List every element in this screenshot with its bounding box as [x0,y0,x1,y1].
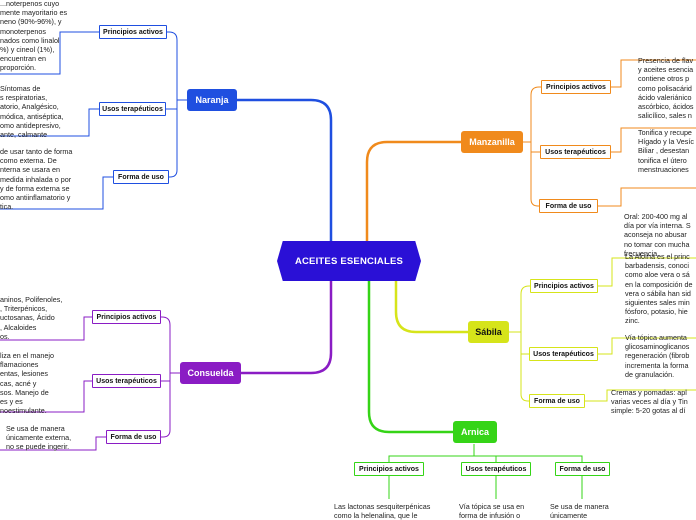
naranja-forma-de-uso[interactable]: Forma de uso [113,170,169,184]
topic-consuelda-label: Consuelda [187,368,234,378]
consuelda-usos-terapeuticos[interactable]: Usos terapéuticos [92,374,161,388]
topic-arnica-label: Arnica [460,427,489,437]
link-arnica [367,281,453,434]
arnica-forma-de-uso[interactable]: Forma de uso [555,462,610,476]
sabila-branches [509,257,696,402]
arnica-principios-activos[interactable]: Principios activos [354,462,424,476]
consuelda-branches [0,316,180,451]
arnica-forma-text: Se usa de manera únicamente [550,502,609,520]
naranja-principios-label: Principios activos [103,28,163,36]
arnica-principios-label: Principios activos [359,465,419,473]
manzanilla-usos-text: Tonifica y recupe Hígado y la Vesíc Bili… [638,128,694,174]
topic-naranja[interactable]: Naranja [187,89,237,111]
sabila-forma-label: Forma de uso [534,397,580,405]
sabila-usos-label: Usos terapéuticos [533,350,594,358]
consuelda-principios-text: aninos, Polifenoles, , Triterpénicos, uc… [0,295,63,341]
manzanilla-branches [517,59,696,207]
arnica-forma-label: Forma de uso [559,465,606,473]
naranja-usos-terapeuticos[interactable]: Usos terapéuticos [99,102,166,116]
topic-sabila-label: Sábila [475,327,502,337]
naranja-principios-text: ...noterpenos cuyo mente mayoritario es … [0,0,68,73]
sabila-forma-de-uso[interactable]: Forma de uso [529,394,585,408]
consuelda-principios-label: Principios activos [96,313,157,321]
topic-consuelda[interactable]: Consuelda [180,362,241,384]
arnica-usos-label: Usos terapéuticos [465,465,527,473]
consuelda-principios-activos[interactable]: Principios activos [92,310,161,324]
central-topic[interactable]: ACEITES ESENCIALES [277,241,421,281]
naranja-principios-activos[interactable]: Principios activos [99,25,167,39]
topic-naranja-label: Naranja [195,95,229,105]
arnica-branches [388,444,583,499]
consuelda-usos-label: Usos terapéuticos [96,377,157,385]
manzanilla-principios-activos[interactable]: Principios activos [541,80,611,94]
sabila-usos-text: Vía tópica aumenta glicosaminoglicanos r… [625,333,690,379]
consuelda-forma-de-uso[interactable]: Forma de uso [106,430,161,444]
link-sabila [394,281,468,334]
topic-arnica[interactable]: Arnica [453,421,497,443]
naranja-forma-text: de usar tanto de forma como externa. De … [0,147,73,212]
arnica-usos-terapeuticos[interactable]: Usos terapéuticos [461,462,531,476]
sabila-principios-text: La Aloína es el princ barbadensis, conoc… [625,252,693,326]
manzanilla-principios-label: Principios activos [546,83,606,91]
link-naranja [237,98,333,241]
naranja-usos-label: Usos terapéuticos [102,105,163,113]
manzanilla-forma-text: Oral: 200-400 mg al día por vía interna.… [624,212,691,258]
topic-manzanilla-label: Manzanilla [469,137,515,147]
link-manzanilla [365,140,461,241]
topic-manzanilla[interactable]: Manzanilla [461,131,523,153]
topic-sabila[interactable]: Sábila [468,321,509,343]
arnica-usos-text: Vía tópica se usa en forma de infusión o [459,502,525,520]
sabila-usos-terapeuticos[interactable]: Usos terapéuticos [529,347,598,361]
naranja-usos-text: Síntomas de s respiratorias, atorio, Ana… [0,84,64,140]
consuelda-usos-text: liza en el manejo flamaciones entas, les… [0,351,54,416]
arnica-principios-text: Las lactonas sesquiterpénicas como la he… [334,502,431,520]
link-consuelda [241,281,333,375]
central-topic-label: ACEITES ESENCIALES [294,255,404,267]
manzanilla-usos-terapeuticos[interactable]: Usos terapéuticos [540,145,611,159]
manzanilla-principios-text: Presencia de flav y aceites esencia cont… [638,56,694,121]
manzanilla-forma-de-uso[interactable]: Forma de uso [539,199,598,213]
manzanilla-forma-label: Forma de uso [545,202,592,210]
sabila-principios-activos[interactable]: Principios activos [530,279,598,293]
consuelda-forma-label: Forma de uso [110,433,157,441]
sabila-forma-text: Cremas y pomadas: apl varias veces al dí… [611,388,688,416]
naranja-branches [0,31,187,210]
manzanilla-usos-label: Usos terapéuticos [545,148,606,156]
consuelda-forma-text: Se usa de manera únicamente externa, no … [6,424,72,452]
naranja-forma-label: Forma de uso [118,173,164,181]
sabila-principios-label: Principios activos [534,282,594,290]
